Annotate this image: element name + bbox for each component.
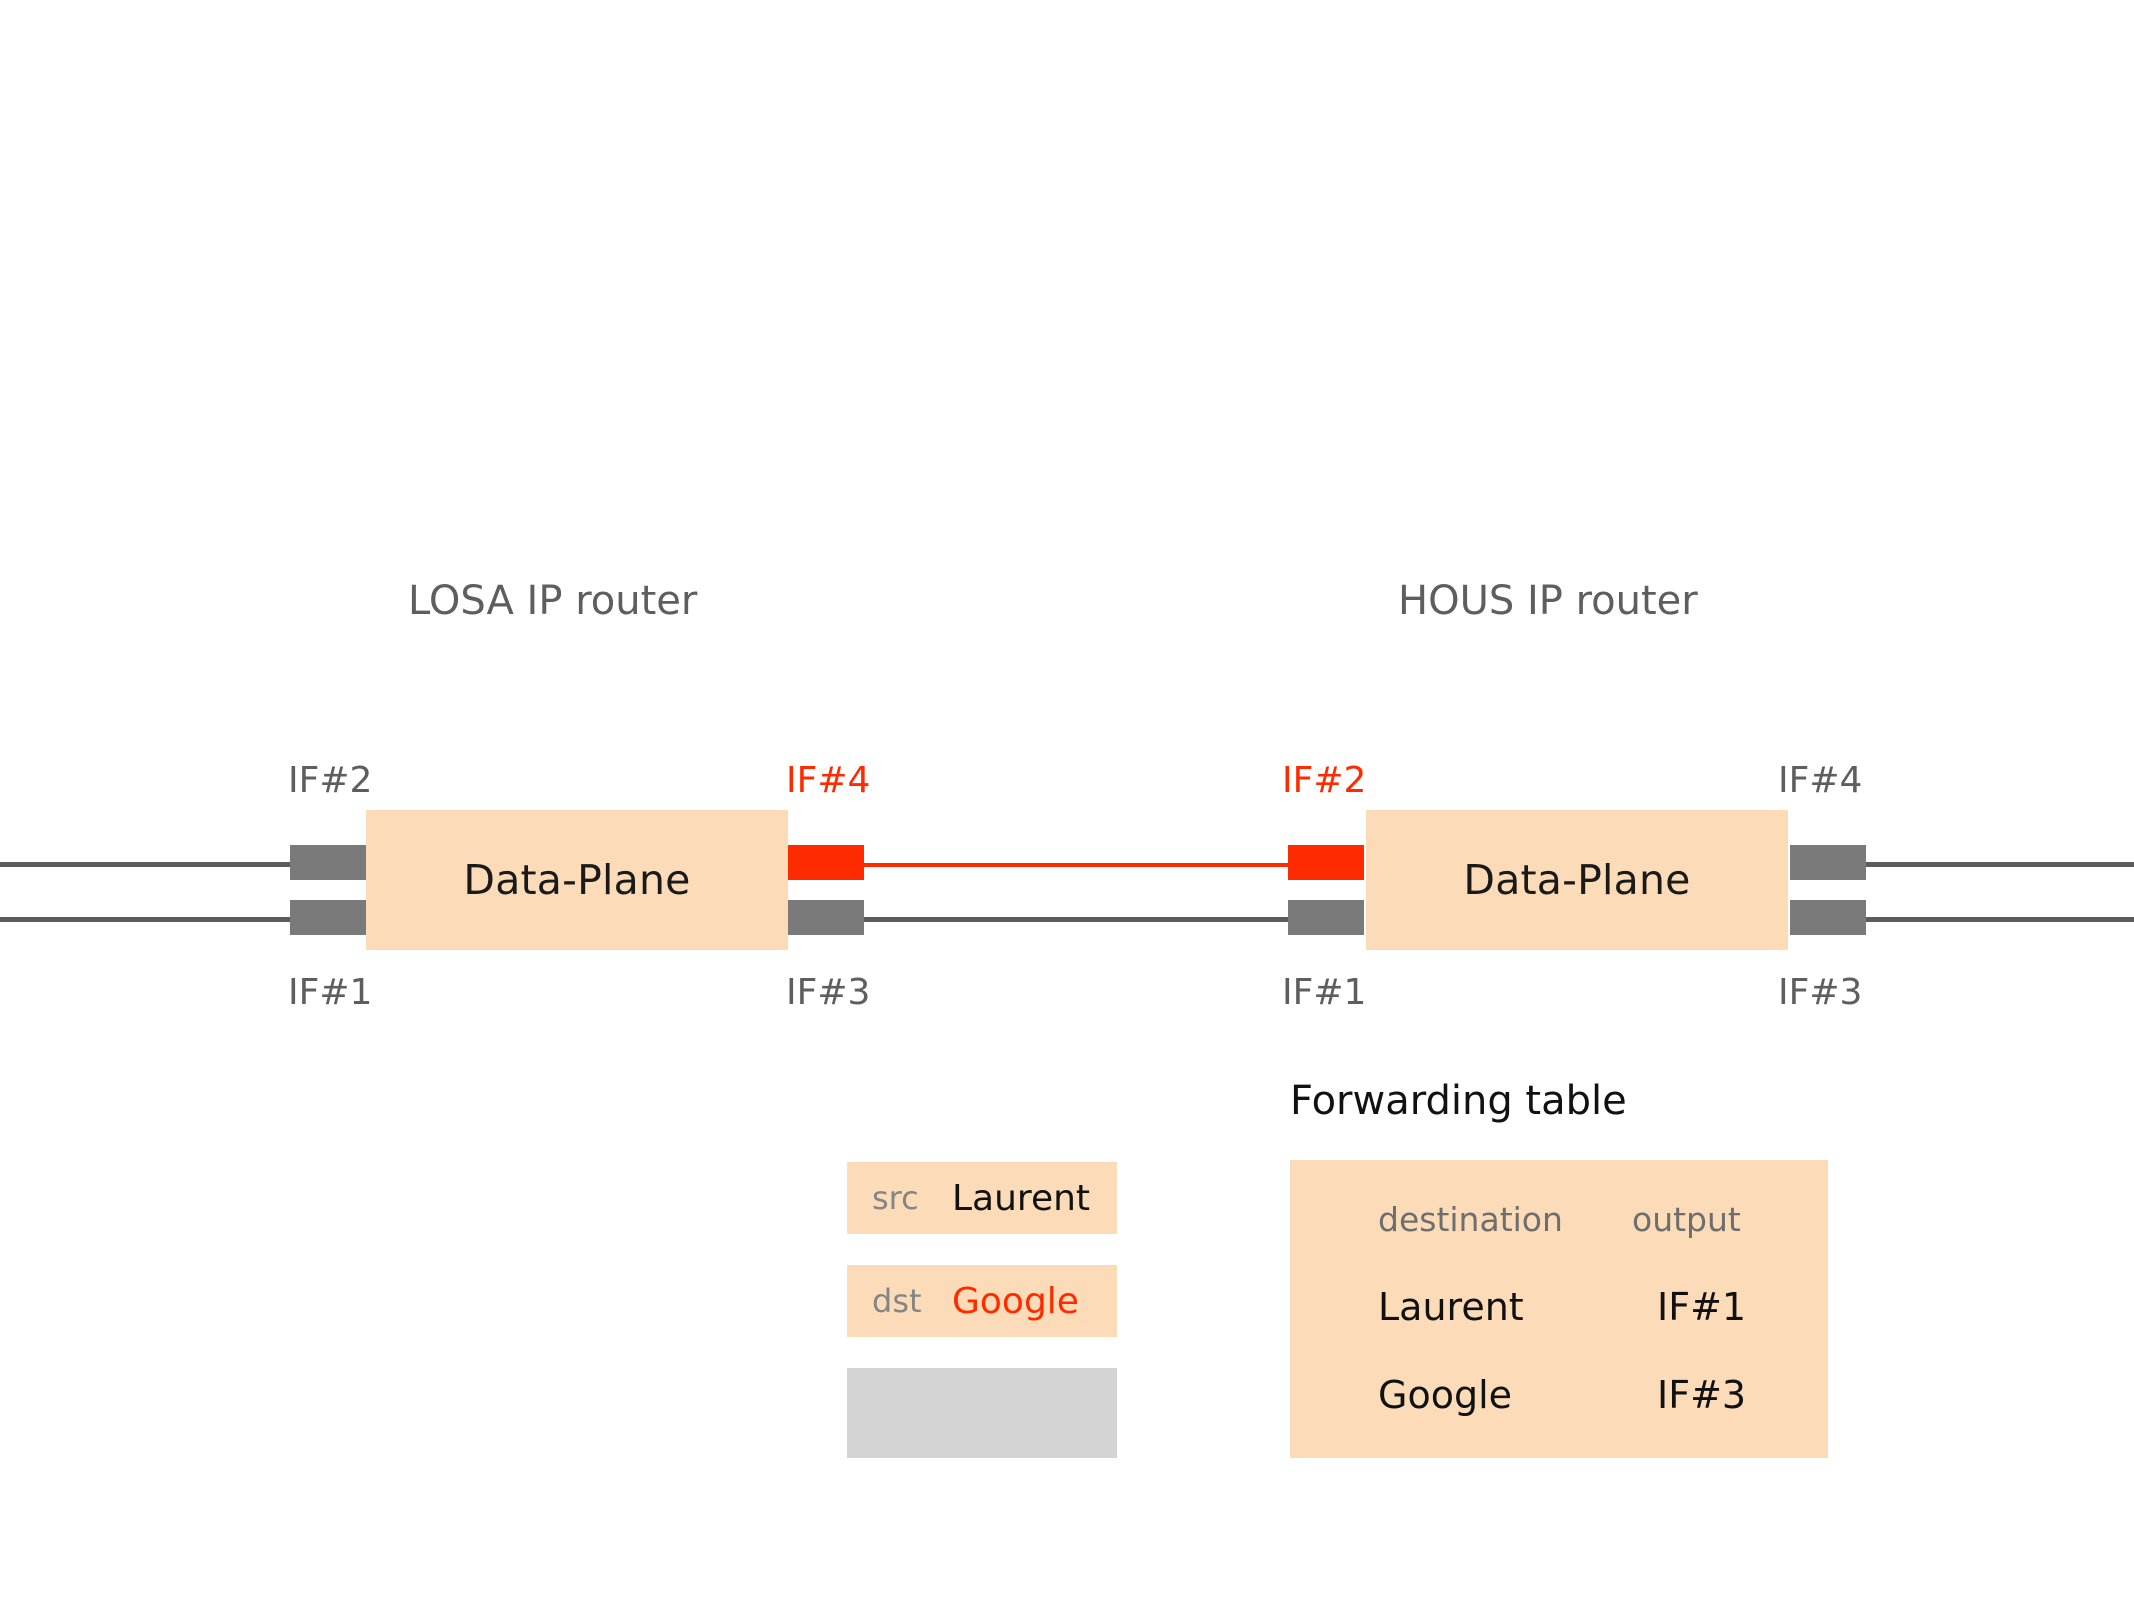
packet-row-payload (847, 1368, 1117, 1458)
if-label-hous-if4: IF#4 (1778, 760, 1863, 801)
wire-losa-if4-to-hous-if2-highlighted (860, 863, 1290, 867)
wire-losa-if1-external (0, 917, 292, 922)
if-label-losa-if1: IF#1 (288, 972, 373, 1013)
packet-dst-value: Google (952, 1280, 1079, 1322)
if-label-hous-if3: IF#3 (1778, 972, 1863, 1013)
wire-losa-if2-external (0, 862, 292, 867)
forwarding-table-row-0-output: IF#1 (1657, 1285, 1747, 1329)
packet-dst-key: dst (872, 1282, 922, 1320)
packet-src-key: src (872, 1179, 919, 1217)
port-losa-if3[interactable] (788, 900, 864, 935)
if-label-losa-if3: IF#3 (786, 972, 871, 1013)
if-label-hous-if1: IF#1 (1282, 972, 1367, 1013)
router-title-losa: LOSA IP router (408, 578, 698, 624)
forwarding-table-box (1290, 1160, 1828, 1458)
forwarding-table-row-1-output: IF#3 (1657, 1373, 1747, 1417)
wire-losa-if3-to-hous-if1 (860, 917, 1290, 922)
port-hous-if3[interactable] (1790, 900, 1866, 935)
wire-hous-if4-external (1842, 862, 2134, 867)
forwarding-table-title: Forwarding table (1290, 1078, 1627, 1124)
if-label-hous-if2: IF#2 (1282, 760, 1367, 801)
packet-row-src: src Laurent (847, 1162, 1117, 1234)
router-body-hous: Data-Plane (1366, 810, 1788, 950)
port-losa-if4[interactable] (788, 845, 864, 880)
port-hous-if1[interactable] (1288, 900, 1364, 935)
packet-row-dst: dst Google (847, 1265, 1117, 1337)
port-losa-if2[interactable] (290, 845, 366, 880)
if-label-losa-if2: IF#2 (288, 760, 373, 801)
wire-hous-if3-external (1842, 917, 2134, 922)
router-body-label-hous: Data-Plane (1463, 856, 1691, 904)
port-hous-if4[interactable] (1790, 845, 1866, 880)
port-losa-if1[interactable] (290, 900, 366, 935)
packet-src-value: Laurent (952, 1177, 1091, 1219)
forwarding-table-row-1-destination: Google (1378, 1373, 1513, 1417)
if-label-losa-if4: IF#4 (786, 760, 871, 801)
forwarding-table-header-output: output (1632, 1200, 1741, 1239)
forwarding-table-row-0-destination: Laurent (1378, 1285, 1524, 1329)
forwarding-table-header-destination: destination (1378, 1200, 1563, 1239)
router-title-hous: HOUS IP router (1398, 578, 1698, 624)
router-body-label-losa: Data-Plane (463, 856, 691, 904)
router-body-losa: Data-Plane (366, 810, 788, 950)
port-hous-if2[interactable] (1288, 845, 1364, 880)
